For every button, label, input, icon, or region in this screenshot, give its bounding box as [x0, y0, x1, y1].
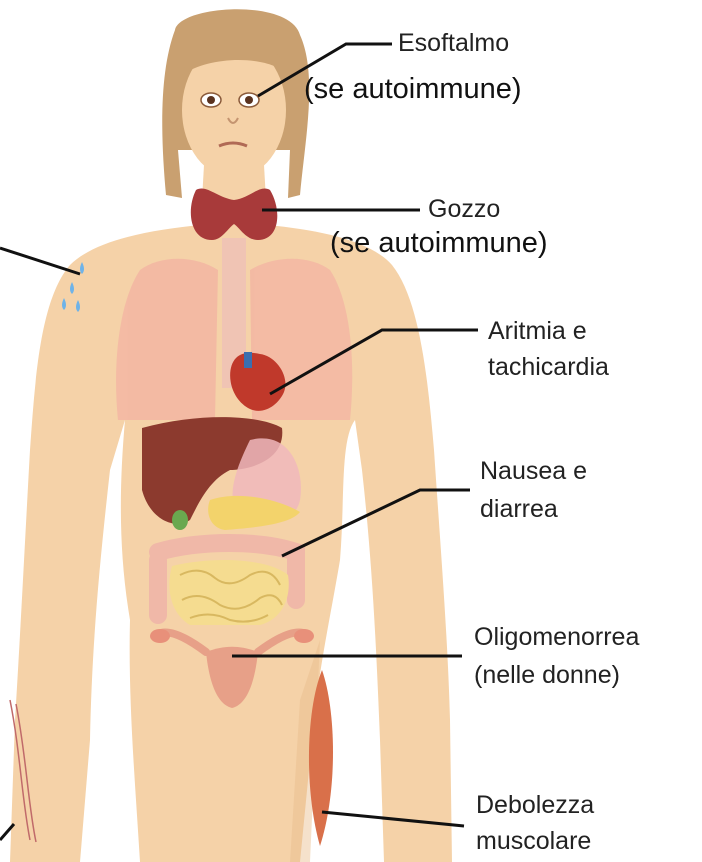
leader-shoulder — [0, 248, 80, 274]
left-pupil — [207, 96, 215, 104]
gallbladder — [172, 510, 188, 530]
label-debolezza-1: Debolezza — [476, 790, 594, 820]
label-oligo-1: Oligomenorrea — [474, 622, 639, 652]
label-gozzo: Gozzo — [428, 194, 500, 224]
label-oligo-2: (nelle donne) — [474, 660, 620, 690]
label-esoftalmo-note: (se autoimmune) — [304, 72, 522, 107]
small-intestine — [169, 560, 288, 625]
label-aritmia-1: Aritmia e — [488, 316, 587, 346]
label-debolezza-2: muscolare — [476, 826, 591, 856]
label-gozzo-note: (se autoimmune) — [330, 226, 548, 261]
label-aritmia-2: tachicardia — [488, 352, 609, 382]
label-nausea-1: Nausea e — [480, 456, 587, 486]
right-pupil — [245, 96, 253, 104]
label-nausea-2: diarrea — [480, 494, 558, 524]
label-esoftalmo: Esoftalmo — [398, 28, 509, 58]
